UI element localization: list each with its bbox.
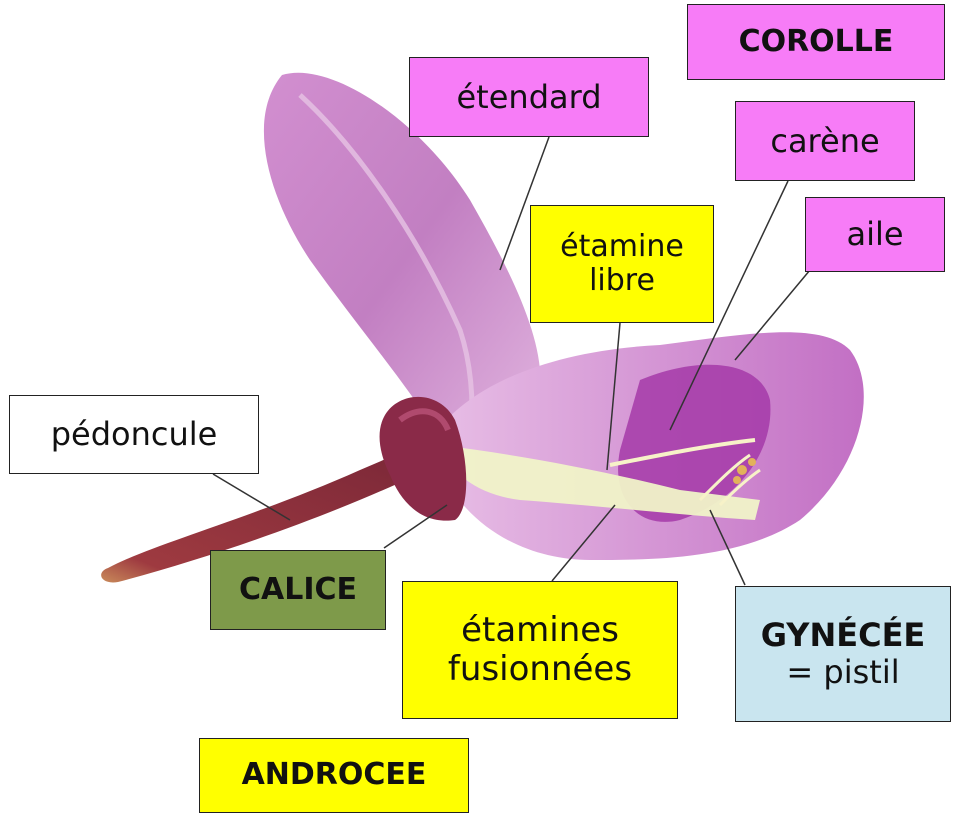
- etendard-label: étendard: [409, 57, 649, 137]
- corolle-label: COROLLE: [687, 4, 945, 80]
- aile-label: aile: [805, 197, 945, 272]
- calice-label: CALICE: [210, 550, 386, 630]
- gynecee-sub: = pistil: [786, 654, 899, 691]
- carene-label: carène: [735, 101, 915, 181]
- androcee-label: ANDROCEE: [199, 738, 469, 813]
- gynecee-label: GYNÉCÉE = pistil: [735, 586, 951, 722]
- etamines-fusionnees-line1: étamines: [461, 611, 619, 650]
- etamine-libre-line2: libre: [589, 264, 655, 299]
- etamines-fusionnees-line2: fusionnées: [448, 650, 632, 689]
- etamines-fusionnees-label: étamines fusionnées: [402, 581, 678, 719]
- gynecee-title: GYNÉCÉE: [761, 617, 926, 654]
- etamine-libre-line1: étamine: [560, 230, 684, 265]
- etamine-libre-label: étamine libre: [530, 205, 714, 323]
- pedoncule-label: pédoncule: [9, 395, 259, 474]
